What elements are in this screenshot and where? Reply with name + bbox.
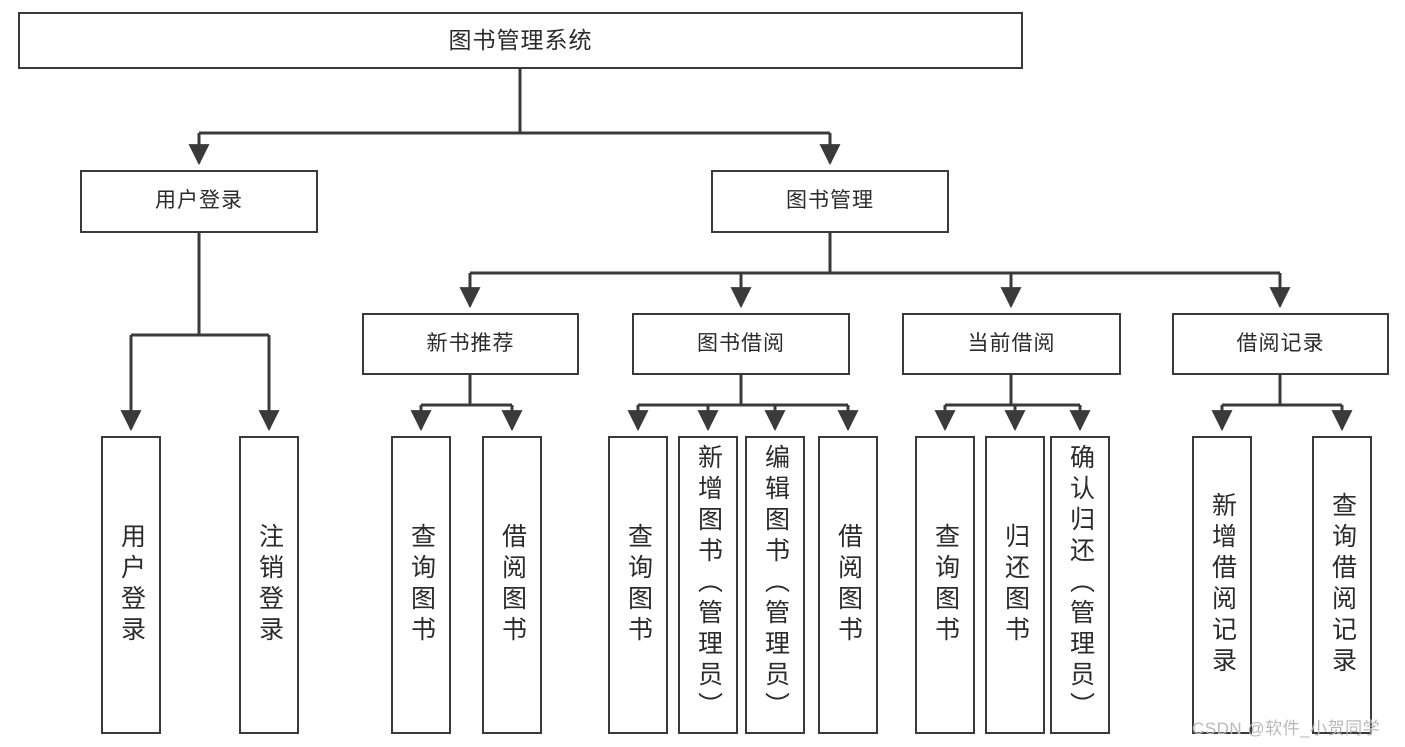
node-label: 图书借阅 [697, 331, 785, 355]
leaf-borrow-book-newrec[interactable]: 借阅图书 [482, 436, 542, 734]
leaf-label: 归还图书 [1001, 523, 1030, 647]
node-book-borrow[interactable]: 图书借阅 [632, 313, 850, 375]
leaf-query-borrow-record[interactable]: 查询借阅记录 [1312, 436, 1372, 734]
leaf-label: 查询图书 [931, 523, 960, 647]
leaf-label: 新增借阅记录 [1208, 492, 1237, 678]
leaf-edit-book-admin[interactable]: 编辑图书（管理员） [745, 436, 805, 734]
node-label: 图书管理 [786, 189, 874, 213]
node-label: 新书推荐 [426, 331, 515, 355]
node-label: 用户登录 [155, 189, 243, 213]
node-label: 图书管理系统 [448, 27, 593, 54]
node-current-borrow[interactable]: 当前借阅 [902, 313, 1121, 375]
node-new-book-recommend[interactable]: 新书推荐 [362, 313, 579, 375]
leaf-label: 用户登录 [117, 523, 146, 647]
leaf-return-book[interactable]: 归还图书 [985, 436, 1045, 734]
leaf-label: 借阅图书 [834, 523, 863, 647]
leaf-label: 查询图书 [624, 523, 653, 647]
leaf-label: 注销登录 [255, 523, 284, 647]
leaf-label: 查询借阅记录 [1328, 492, 1357, 678]
node-user-login[interactable]: 用户登录 [80, 170, 318, 233]
leaf-query-book-newrec[interactable]: 查询图书 [391, 436, 451, 734]
leaf-label: 新增图书（管理员） [694, 444, 723, 723]
node-label: 当前借阅 [967, 331, 1056, 355]
leaf-label: 确认归还（管理员） [1066, 444, 1095, 723]
node-label: 借阅记录 [1236, 331, 1325, 355]
leaf-borrow-book[interactable]: 借阅图书 [818, 436, 878, 734]
node-root-system[interactable]: 图书管理系统 [18, 12, 1023, 69]
leaf-add-book-admin[interactable]: 新增图书（管理员） [678, 436, 738, 734]
leaf-label: 借阅图书 [498, 523, 527, 647]
leaf-logout[interactable]: 注销登录 [239, 436, 299, 734]
leaf-query-book-borrow[interactable]: 查询图书 [608, 436, 668, 734]
leaf-label: 查询图书 [407, 523, 436, 647]
node-book-management[interactable]: 图书管理 [711, 170, 949, 233]
leaf-confirm-return-admin[interactable]: 确认归还（管理员） [1050, 436, 1110, 734]
leaf-query-book-current[interactable]: 查询图书 [915, 436, 975, 734]
node-borrow-record[interactable]: 借阅记录 [1172, 313, 1389, 375]
leaf-user-login[interactable]: 用户登录 [101, 436, 161, 734]
leaf-label: 编辑图书（管理员） [761, 444, 790, 723]
leaf-add-borrow-record[interactable]: 新增借阅记录 [1192, 436, 1252, 734]
